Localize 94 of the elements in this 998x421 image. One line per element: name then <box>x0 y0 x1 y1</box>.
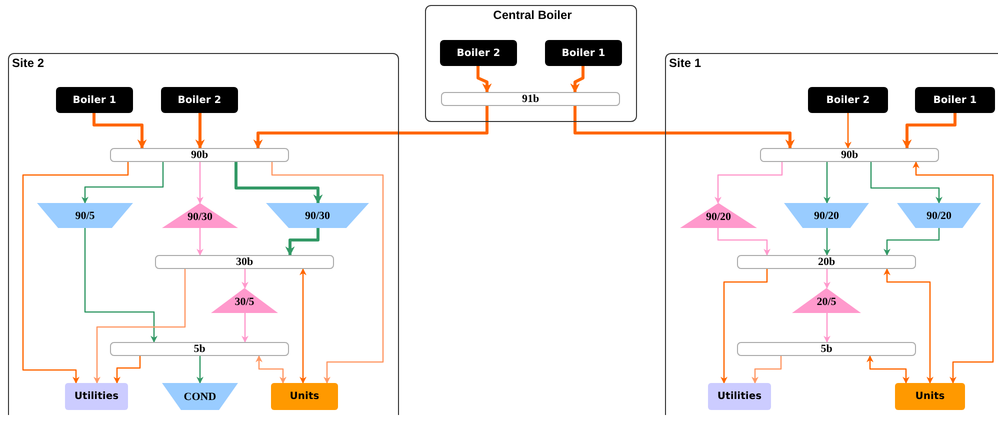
double-arrow <box>256 355 286 384</box>
frame-title: Central Boiler <box>493 8 572 22</box>
boiler-box <box>56 87 133 113</box>
triangle-node <box>792 288 861 313</box>
utilities-box <box>65 383 128 410</box>
node-label: 90b <box>190 149 208 161</box>
arrow <box>574 106 795 149</box>
trapezoid-node <box>162 383 238 410</box>
node-label: 20b <box>818 256 836 268</box>
double-arrow <box>884 268 934 384</box>
node-label: 90/30 <box>187 211 213 223</box>
node-label: Units <box>915 391 945 402</box>
double-arrow <box>300 268 306 384</box>
arrow <box>92 113 147 149</box>
site-frame <box>8 53 399 415</box>
utilities-box <box>708 383 771 410</box>
arrow <box>870 162 942 204</box>
header-bar <box>110 342 289 356</box>
triangle-node <box>211 288 278 313</box>
site-frame <box>665 53 998 415</box>
header-bar <box>441 92 620 106</box>
node-label: Boiler 2 <box>178 94 222 106</box>
arrow <box>844 113 852 149</box>
arrow <box>94 269 186 384</box>
node-label: Utilities <box>74 391 119 402</box>
units-box <box>895 383 965 410</box>
node-label: Utilities <box>717 391 762 402</box>
header-bar <box>110 148 289 162</box>
arrow <box>717 228 770 256</box>
arrow <box>884 228 940 256</box>
arrow <box>570 66 584 93</box>
node-label: 30b <box>236 256 254 268</box>
boiler-box <box>808 87 888 113</box>
boiler-box <box>161 87 238 113</box>
double-arrow <box>912 161 994 384</box>
arrow <box>824 228 830 256</box>
arrow <box>196 356 204 384</box>
site-frame <box>425 5 637 122</box>
node-label: 90/30 <box>304 210 330 222</box>
node-label: 90/20 <box>926 210 952 222</box>
node-label: COND <box>184 390 216 402</box>
arrow <box>714 162 783 204</box>
node-label: 5b <box>194 343 206 355</box>
arrow <box>82 162 164 204</box>
triangle-node <box>162 203 238 228</box>
header-bar <box>155 255 334 269</box>
header-bar <box>737 342 916 356</box>
arrow <box>234 162 323 204</box>
trapezoid-node <box>784 203 869 228</box>
node-label: Boiler 1 <box>933 94 977 106</box>
node-label: Boiler 2 <box>826 94 870 106</box>
arrow <box>476 66 492 93</box>
arrow <box>271 162 384 384</box>
boiler-box <box>545 40 622 66</box>
arrow <box>253 106 488 149</box>
frame-title: Site 2 <box>12 56 44 70</box>
node-label: Boiler 2 <box>456 48 500 58</box>
arrow <box>824 162 830 204</box>
node-label: Units <box>290 391 320 402</box>
trapezoid-node <box>266 203 369 228</box>
node-label: 5b <box>820 343 832 355</box>
header-bar <box>737 255 916 269</box>
arrow <box>720 269 768 384</box>
node-label: 90b <box>840 149 858 161</box>
arrow <box>22 162 129 384</box>
arrow <box>902 113 956 149</box>
node-label: Boiler 1 <box>562 48 606 58</box>
arrow <box>285 228 320 256</box>
arrow <box>84 228 158 343</box>
arrow <box>824 313 830 343</box>
trapezoid-node <box>37 203 133 228</box>
arrow <box>242 269 248 289</box>
node-label: Boiler 1 <box>72 94 116 106</box>
node-label: 90/20 <box>706 211 732 223</box>
trapezoid-node <box>897 203 981 228</box>
units-box <box>271 383 338 410</box>
arrow <box>114 356 141 384</box>
arrow <box>196 228 204 256</box>
arrow <box>195 113 205 149</box>
node-label: 91b <box>522 93 540 105</box>
node-label: 90/5 <box>75 210 95 222</box>
double-arrow <box>866 355 910 384</box>
arrow <box>196 162 204 204</box>
node-label: 90/20 <box>814 210 840 222</box>
arrow <box>824 269 830 289</box>
triangle-node <box>680 203 757 228</box>
arrow <box>752 356 782 384</box>
node-label: 20/5 <box>816 296 836 308</box>
node-label: 30/5 <box>234 296 254 308</box>
frame-title: Site 1 <box>669 56 702 70</box>
boiler-box <box>440 40 517 66</box>
boiler-box <box>915 87 995 113</box>
arrow <box>242 313 248 343</box>
header-bar <box>760 148 939 162</box>
